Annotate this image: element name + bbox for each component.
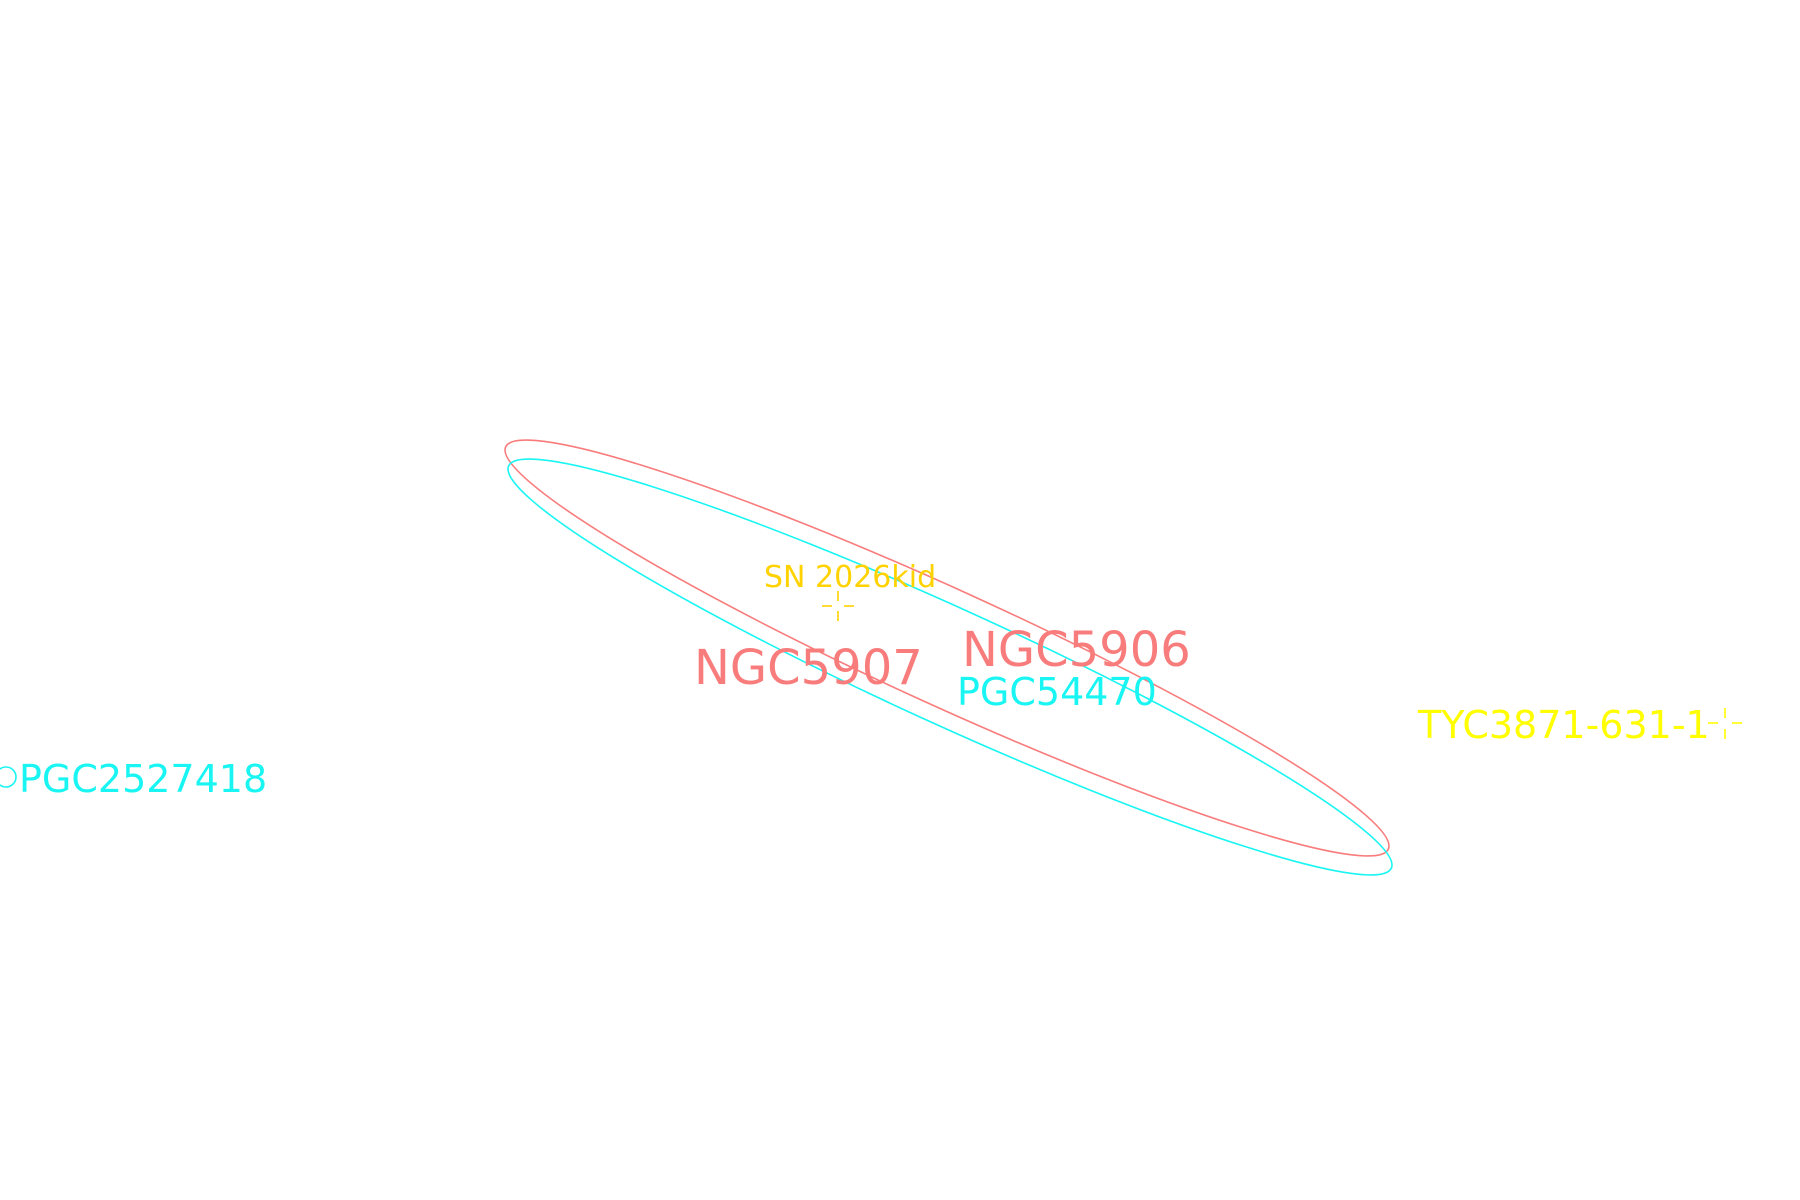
sn2026kid-label[interactable]: SN 2026kid — [764, 560, 936, 595]
ngc5906-outline[interactable] — [482, 394, 1413, 902]
cross-marker-icon[interactable] — [1708, 708, 1742, 739]
circle-icon[interactable] — [0, 766, 17, 788]
pgc54470-outline[interactable] — [485, 413, 1416, 921]
ngc5907-label[interactable]: NGC5907 — [694, 640, 923, 696]
pgc54470-label[interactable]: PGC54470 — [957, 670, 1157, 714]
faint-streaks — [619, 553, 1011, 627]
tyc3871-label[interactable]: TYC3871-631-1 — [1417, 703, 1710, 747]
ngc5906-label[interactable]: NGC5906 — [962, 622, 1191, 678]
cross-marker-icon[interactable] — [822, 591, 854, 621]
pgc2527418-label[interactable]: PGC2527418 — [19, 757, 267, 801]
